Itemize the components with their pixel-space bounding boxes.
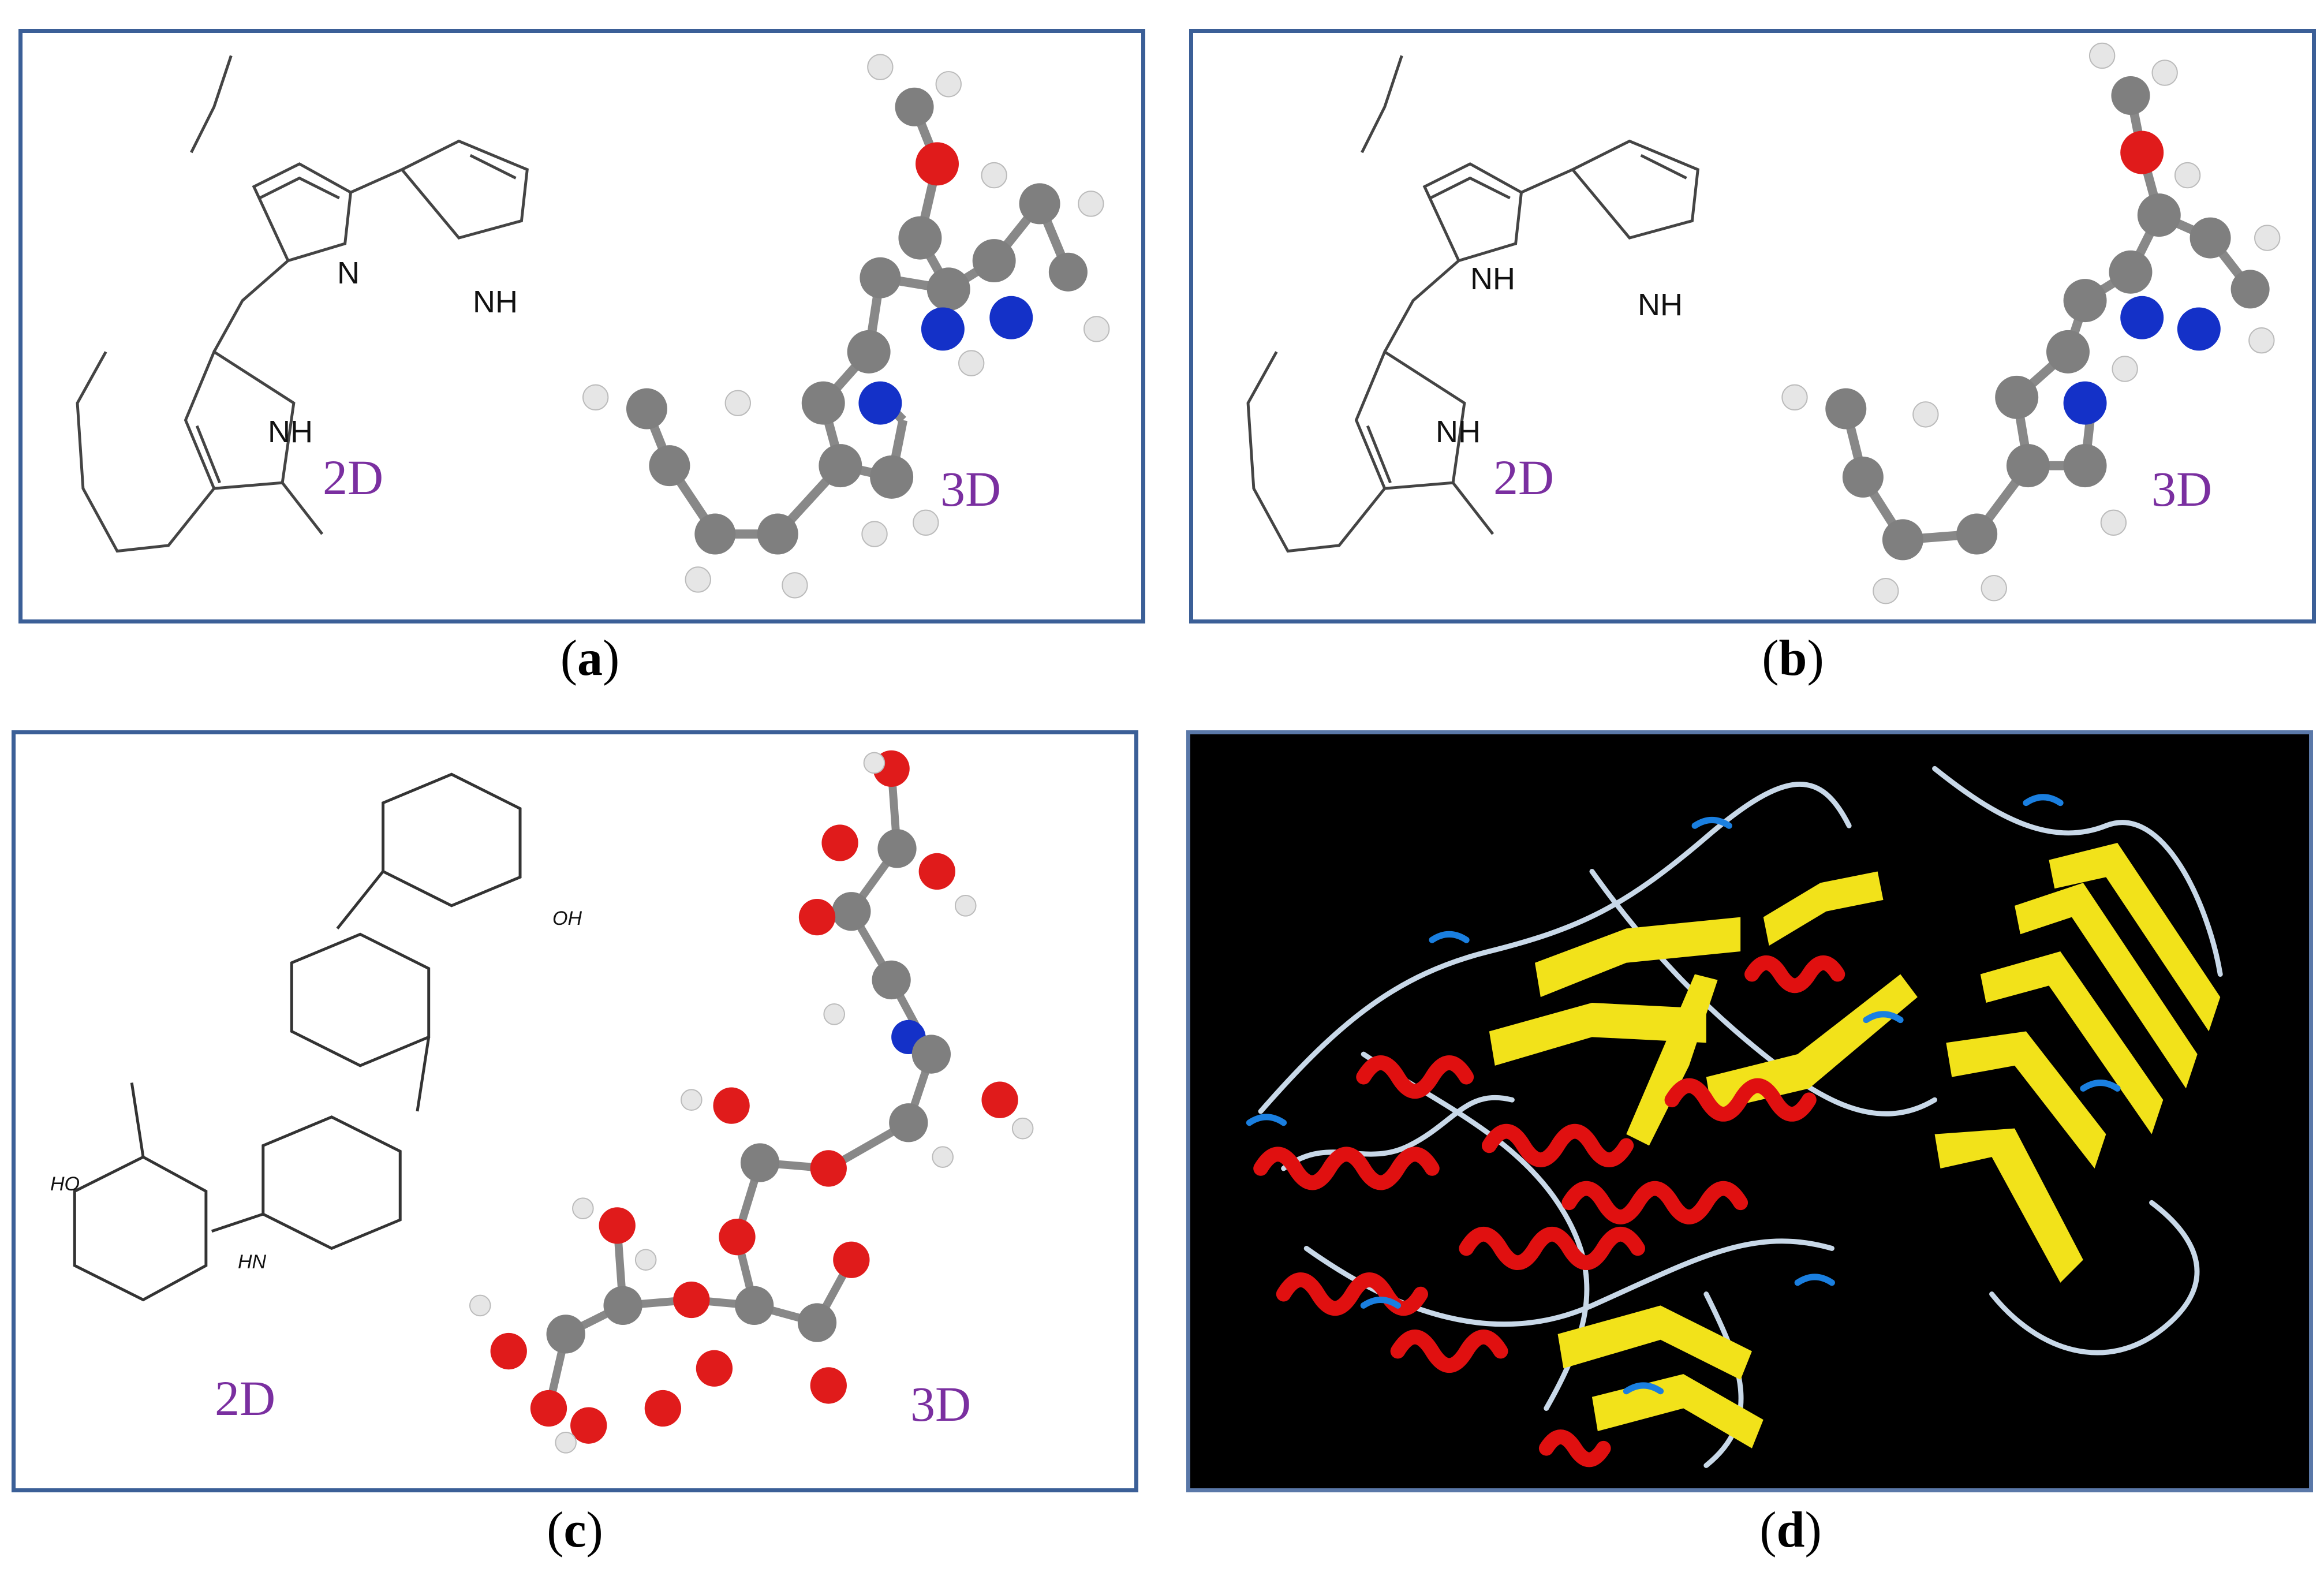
panel-b-atom-nh-top: NH xyxy=(1638,287,1683,322)
panel-b-caption: (b) xyxy=(1762,630,1824,686)
panel-c-atom-ho: HO xyxy=(50,1173,80,1195)
panel-a-atom-n: N xyxy=(337,256,360,290)
panel-d-helices xyxy=(1253,955,1845,1468)
panel-b: NH NH NH 2D 3D xyxy=(1189,29,2316,623)
panel-d-strands xyxy=(1489,842,2221,1448)
panel-c: OH HO HN 2D 3D xyxy=(12,730,1138,1492)
panel-c-2d-skeletal xyxy=(73,772,522,1302)
panel-a-atom-nh-left: NH xyxy=(268,415,313,449)
panel-c-label-3d: 3D xyxy=(910,1376,972,1432)
panel-a-atom-nh-top: NH xyxy=(473,285,518,319)
panel-a-label-3d: 3D xyxy=(940,461,1002,517)
panel-d-caption: (d) xyxy=(1759,1502,1822,1558)
panel-c-atom-hn: HN xyxy=(238,1251,267,1273)
panel-c-structures xyxy=(73,750,1034,1454)
panel-b-label-2d: 2D xyxy=(1493,450,1555,505)
panel-a: N NH NH 2D 3D xyxy=(18,29,1145,623)
panel-a-3d-ballstick xyxy=(582,54,1110,599)
panel-d-caption-letter: d xyxy=(1776,1502,1805,1558)
panel-b-structures xyxy=(1246,42,2281,604)
panel-a-structures xyxy=(76,54,1110,599)
panel-b-caption-letter: b xyxy=(1779,630,1807,686)
panel-b-atom-nh-center: NH xyxy=(1470,262,1515,296)
panel-c-3d-ballstick xyxy=(469,750,1034,1454)
panel-d-protein-ribbon xyxy=(1246,766,2223,1468)
panel-b-atom-nh-left: NH xyxy=(1436,415,1481,449)
panel-c-caption: (c) xyxy=(547,1502,603,1558)
panel-d-turns xyxy=(1246,794,2121,1395)
panel-c-atom-oh: OH xyxy=(552,908,582,929)
panel-b-2d-skeletal xyxy=(1246,55,1699,553)
panel-a-2d-skeletal xyxy=(76,55,529,553)
panel-c-caption-letter: c xyxy=(563,1502,586,1558)
panel-a-label-2d: 2D xyxy=(323,450,384,505)
panel-d xyxy=(1186,730,2313,1492)
panel-b-3d-ballstick xyxy=(1781,42,2281,604)
panel-c-label-2d: 2D xyxy=(215,1371,276,1426)
panel-a-caption: (a) xyxy=(560,630,620,686)
panel-b-label-3d: 3D xyxy=(2151,461,2213,517)
panel-a-caption-letter: a xyxy=(577,630,603,686)
